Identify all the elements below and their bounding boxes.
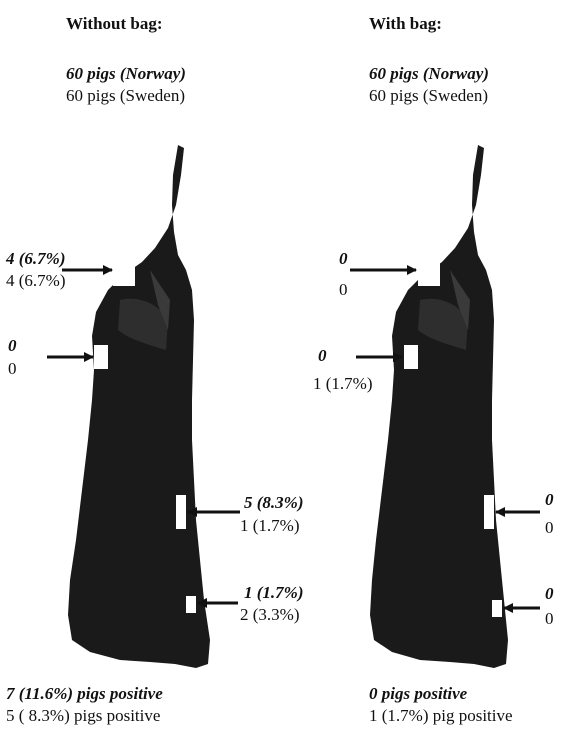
swab-site-left-4 bbox=[186, 596, 196, 613]
right-site1-sweden: 0 bbox=[339, 280, 348, 300]
swab-site-left-1 bbox=[113, 262, 135, 286]
heading-without-bag: Without bag: bbox=[66, 14, 163, 34]
right-norway-count: 60 pigs (Norway) bbox=[369, 64, 489, 84]
right-site4-norway: 0 bbox=[545, 584, 554, 604]
right-site2-sweden: 1 (1.7%) bbox=[313, 374, 372, 394]
left-site1-sweden: 4 (6.7%) bbox=[6, 271, 65, 291]
left-site2-sweden: 0 bbox=[8, 359, 17, 379]
right-site4-sweden: 0 bbox=[545, 609, 554, 629]
left-site4-norway: 1 (1.7%) bbox=[244, 583, 303, 603]
right-sweden-count: 60 pigs (Sweden) bbox=[369, 86, 488, 106]
swab-site-right-3 bbox=[484, 495, 494, 529]
swab-site-right-1 bbox=[418, 262, 440, 286]
right-site3-sweden: 0 bbox=[545, 518, 554, 538]
left-sweden-count: 60 pigs (Sweden) bbox=[66, 86, 185, 106]
left-site4-sweden: 2 (3.3%) bbox=[240, 605, 299, 625]
right-site2-norway: 0 bbox=[318, 346, 327, 366]
right-site1-norway: 0 bbox=[339, 249, 348, 269]
left-total-norway: 7 (11.6%) pigs positive bbox=[6, 684, 163, 704]
swab-site-left-3 bbox=[176, 495, 186, 529]
right-total-norway: 0 pigs positive bbox=[369, 684, 467, 704]
carcass-left bbox=[68, 145, 210, 668]
left-total-sweden: 5 ( 8.3%) pigs positive bbox=[6, 706, 160, 726]
left-site3-sweden: 1 (1.7%) bbox=[240, 516, 299, 536]
right-total-sweden: 1 (1.7%) pig positive bbox=[369, 706, 513, 726]
heading-with-bag: With bag: bbox=[369, 14, 442, 34]
swab-site-right-2 bbox=[404, 345, 418, 369]
left-site2-norway: 0 bbox=[8, 336, 17, 356]
left-site3-norway: 5 (8.3%) bbox=[244, 493, 303, 513]
swab-site-left-2 bbox=[94, 345, 108, 369]
right-site3-norway: 0 bbox=[545, 490, 554, 510]
left-norway-count: 60 pigs (Norway) bbox=[66, 64, 186, 84]
swab-site-right-4 bbox=[492, 600, 502, 617]
left-site1-norway: 4 (6.7%) bbox=[6, 249, 65, 269]
carcass-right bbox=[370, 145, 508, 668]
